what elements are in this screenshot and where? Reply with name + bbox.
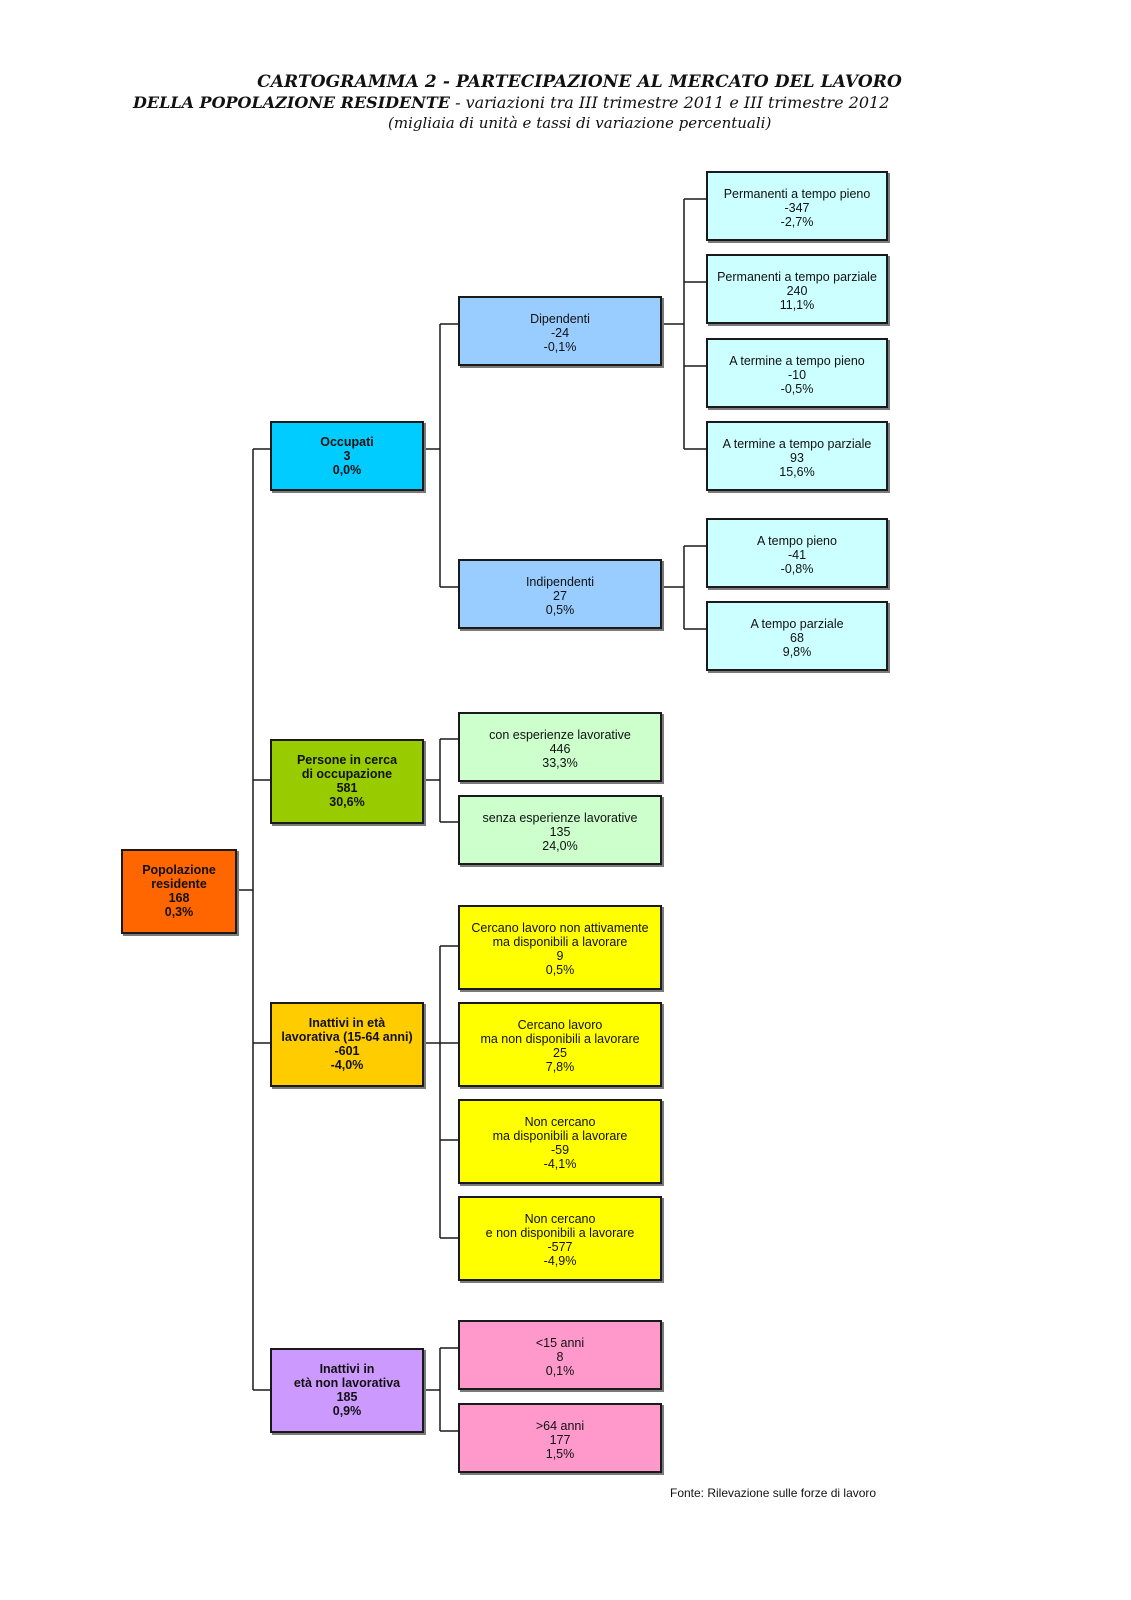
node-label: Popolazione (142, 863, 216, 877)
node-label: di occupazione (301, 767, 393, 781)
node-non-cercano-disponibili: Non cercano ma disponibili a lavorare -5… (458, 1099, 662, 1184)
title-line-3: (migliaia di unità e tassi di variazione… (388, 114, 772, 132)
node-dipendenti: Dipendenti -24 -0,1% (458, 296, 662, 366)
node-persone-in-cerca: Persone in cerca di occupazione 581 30,6… (270, 739, 424, 824)
node-pct: 15,6% (779, 465, 815, 479)
node-pct: 33,3% (542, 756, 578, 770)
node-label: Inattivi in (319, 1362, 375, 1376)
node-value: -24 (550, 326, 570, 340)
node-inattivi-eta-non-lavorativa: Inattivi in età non lavorativa 185 0,9% (270, 1348, 424, 1433)
node-value: 185 (336, 1390, 358, 1404)
node-label: A tempo parziale (750, 617, 844, 631)
node-value: -59 (550, 1143, 570, 1157)
node-value: 27 (553, 589, 567, 603)
node-pct: 30,6% (329, 795, 365, 809)
node-label: età non lavorativa (293, 1376, 401, 1390)
node-label: lavorativa (15-64 anni) (281, 1030, 413, 1044)
node-cercano-non-attivamente: Cercano lavoro non attivamente ma dispon… (458, 905, 662, 990)
title-line-2-rest: - variazioni tra III trimestre 2011 e II… (449, 93, 890, 112)
node-pct: -0,1% (543, 340, 577, 354)
node-permanenti-tempo-parziale: Permanenti a tempo parziale 240 11,1% (706, 254, 888, 324)
node-pct: 11,1% (779, 298, 815, 312)
node-label: Non cercano (524, 1115, 596, 1129)
node-under-15: <15 anni 8 0,1% (458, 1320, 662, 1390)
node-pct: 1,5% (545, 1447, 575, 1461)
node-value: 581 (336, 781, 358, 795)
node-label: con esperienze lavorative (489, 728, 631, 742)
node-value: -41 (787, 548, 807, 562)
node-label: A termine a tempo pieno (729, 354, 865, 368)
node-indipendenti: Indipendenti 27 0,5% (458, 559, 662, 629)
node-label: Non cercano (524, 1212, 596, 1226)
node-label: A tempo pieno (757, 534, 837, 548)
node-label: A termine a tempo parziale (722, 437, 872, 451)
node-termine-tempo-parziale: A termine a tempo parziale 93 15,6% (706, 421, 888, 491)
node-pct: -0,8% (780, 562, 814, 576)
node-label: residente (151, 877, 207, 891)
node-label: senza esperienze lavorative (482, 811, 638, 825)
node-pct: -4,1% (543, 1157, 577, 1171)
node-label: Occupati (320, 435, 374, 449)
node-termine-tempo-pieno: A termine a tempo pieno -10 -0,5% (706, 338, 888, 408)
node-indipendenti-tempo-parziale: A tempo parziale 68 9,8% (706, 601, 888, 671)
node-inattivi-eta-lavorativa: Inattivi in età lavorativa (15-64 anni) … (270, 1002, 424, 1087)
node-permanenti-tempo-pieno: Permanenti a tempo pieno -347 -2,7% (706, 171, 888, 241)
node-pct: 0,5% (545, 603, 575, 617)
node-label: e non disponibili a lavorare (485, 1226, 635, 1240)
node-pct: -2,7% (780, 215, 814, 229)
node-indipendenti-tempo-pieno: A tempo pieno -41 -0,8% (706, 518, 888, 588)
node-value: -347 (784, 201, 810, 215)
title-line-1: CARTOGRAMMA 2 - PARTECIPAZIONE AL MERCAT… (257, 72, 902, 92)
node-value: -10 (787, 368, 807, 382)
node-label: ma disponibili a lavorare (492, 935, 628, 949)
node-label: Indipendenti (525, 575, 595, 589)
node-value: 93 (790, 451, 804, 465)
node-value: 177 (549, 1433, 571, 1447)
node-pct: 24,0% (542, 839, 578, 853)
node-label: Permanenti a tempo parziale (717, 270, 877, 284)
title-line-2-bold: DELLA POPOLAZIONE RESIDENTE (133, 93, 450, 112)
node-label: Cercano lavoro (517, 1018, 603, 1032)
node-label: Dipendenti (530, 312, 590, 326)
source-note: Fonte: Rilevazione sulle forze di lavoro (670, 1486, 877, 1500)
title-line-2: DELLA POPOLAZIONE RESIDENTE - variazioni… (133, 93, 889, 112)
node-label: ma disponibili a lavorare (492, 1129, 628, 1143)
node-value: -577 (547, 1240, 573, 1254)
node-pct: -0,5% (780, 382, 814, 396)
node-pct: 7,8% (545, 1060, 575, 1074)
node-value: 8 (556, 1350, 564, 1364)
node-label: Persone in cerca (296, 753, 398, 767)
node-occupati: Occupati 3 0,0% (270, 421, 424, 491)
node-pct: -4,0% (330, 1058, 364, 1072)
node-popolazione-residente: Popolazione residente 168 0,3% (121, 849, 237, 934)
node-value: -601 (334, 1044, 360, 1058)
node-value: 3 (343, 449, 351, 463)
node-pct: 0,0% (332, 463, 362, 477)
node-label: Permanenti a tempo pieno (723, 187, 871, 201)
node-non-cercano-non-disponibili: Non cercano e non disponibili a lavorare… (458, 1196, 662, 1281)
node-value: 240 (786, 284, 808, 298)
node-con-esperienze: con esperienze lavorative 446 33,3% (458, 712, 662, 782)
node-label: <15 anni (535, 1336, 585, 1350)
node-pct: 0,3% (164, 905, 194, 919)
node-senza-esperienze: senza esperienze lavorative 135 24,0% (458, 795, 662, 865)
node-over-64: >64 anni 177 1,5% (458, 1403, 662, 1473)
node-label: ma non disponibili a lavorare (480, 1032, 640, 1046)
node-value: 9 (556, 949, 564, 963)
node-pct: 9,8% (782, 645, 812, 659)
node-value: 168 (168, 891, 190, 905)
node-pct: 0,1% (545, 1364, 575, 1378)
node-value: 68 (790, 631, 804, 645)
node-label: Cercano lavoro non attivamente (471, 921, 649, 935)
node-label: >64 anni (535, 1419, 585, 1433)
node-cercano-non-disponibili: Cercano lavoro ma non disponibili a lavo… (458, 1002, 662, 1087)
node-value: 135 (549, 825, 571, 839)
node-pct: 0,5% (545, 963, 575, 977)
node-label: Inattivi in età (308, 1016, 386, 1030)
node-pct: 0,9% (332, 1404, 362, 1418)
node-pct: -4,9% (543, 1254, 577, 1268)
node-value: 25 (553, 1046, 567, 1060)
node-value: 446 (549, 742, 571, 756)
